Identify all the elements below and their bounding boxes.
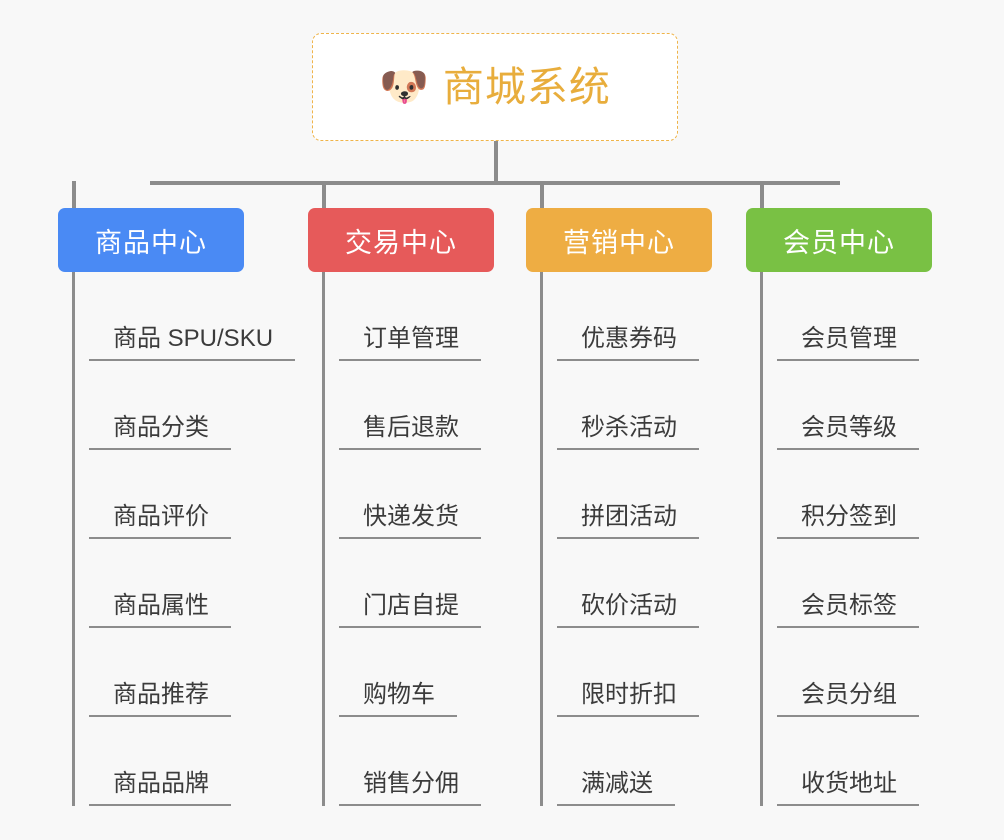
leaf-item[interactable]: 商品属性 bbox=[89, 539, 244, 628]
category-header-1[interactable]: 商品中心 bbox=[58, 208, 244, 272]
leaf-item-label: 销售分佣 bbox=[339, 770, 481, 806]
branch-column-2: 交易中心订单管理售后退款快递发货门店自提购物车销售分佣 bbox=[308, 208, 494, 806]
connector-drop-1 bbox=[72, 181, 76, 208]
leaf-item[interactable]: 商品推荐 bbox=[89, 628, 244, 717]
leaf-item-label: 会员标签 bbox=[777, 592, 919, 628]
branch-column-3: 营销中心优惠券码秒杀活动拼团活动砍价活动限时折扣满减送 bbox=[526, 208, 712, 806]
leaf-item[interactable]: 秒杀活动 bbox=[557, 361, 712, 450]
leaf-item-label: 积分签到 bbox=[777, 503, 919, 539]
leaf-item[interactable]: 售后退款 bbox=[339, 361, 494, 450]
leaf-item[interactable]: 会员等级 bbox=[777, 361, 932, 450]
connector-root-stem bbox=[494, 141, 498, 185]
leaf-item-label: 订单管理 bbox=[339, 325, 481, 361]
leaf-item[interactable]: 限时折扣 bbox=[557, 628, 712, 717]
leaf-item-label: 满减送 bbox=[557, 770, 675, 806]
branch-column-1: 商品中心商品 SPU/SKU 商品分类商品评价商品属性商品推荐商品品牌 bbox=[58, 208, 296, 806]
leaf-spine-1: 商品 SPU/SKU 商品分类商品评价商品属性商品推荐商品品牌 bbox=[72, 272, 296, 806]
leaf-item-label: 砍价活动 bbox=[557, 592, 699, 628]
dog-face-icon: 🐶 bbox=[379, 65, 429, 109]
category-label: 营销中心 bbox=[563, 227, 675, 258]
leaf-item[interactable]: 订单管理 bbox=[339, 272, 494, 361]
leaf-item[interactable]: 门店自提 bbox=[339, 539, 494, 628]
leaf-spine-4: 会员管理会员等级积分签到会员标签会员分组收货地址 bbox=[760, 272, 932, 806]
leaf-item[interactable]: 会员管理 bbox=[777, 272, 932, 361]
leaf-spine-2: 订单管理售后退款快递发货门店自提购物车销售分佣 bbox=[322, 272, 494, 806]
category-header-4[interactable]: 会员中心 bbox=[746, 208, 932, 272]
leaf-item-label: 商品分类 bbox=[89, 414, 231, 450]
leaf-item[interactable]: 商品分类 bbox=[89, 361, 244, 450]
category-header-3[interactable]: 营销中心 bbox=[526, 208, 712, 272]
leaf-item-label: 会员等级 bbox=[777, 414, 919, 450]
leaf-item[interactable]: 会员分组 bbox=[777, 628, 932, 717]
leaf-item[interactable]: 销售分佣 bbox=[339, 717, 494, 806]
leaf-item-label: 门店自提 bbox=[339, 592, 481, 628]
connector-drop-4 bbox=[760, 181, 764, 208]
leaf-item[interactable]: 拼团活动 bbox=[557, 450, 712, 539]
leaf-item[interactable]: 优惠券码 bbox=[557, 272, 712, 361]
leaf-spine-3: 优惠券码秒杀活动拼团活动砍价活动限时折扣满减送 bbox=[540, 272, 712, 806]
leaf-item-label: 优惠券码 bbox=[557, 325, 699, 361]
leaf-item[interactable]: 积分签到 bbox=[777, 450, 932, 539]
leaf-item[interactable]: 商品评价 bbox=[89, 450, 244, 539]
leaf-item[interactable]: 购物车 bbox=[339, 628, 494, 717]
root-title: 商城系统 bbox=[442, 63, 611, 110]
leaf-item-label: 商品品牌 bbox=[89, 770, 231, 806]
leaf-item-label: 商品属性 bbox=[89, 592, 231, 628]
leaf-item-label: 快递发货 bbox=[339, 503, 481, 539]
leaf-item-label: 商品 SPU/SKU bbox=[89, 325, 296, 361]
leaf-item[interactable]: 砍价活动 bbox=[557, 539, 712, 628]
leaf-item-label: 商品推荐 bbox=[89, 681, 231, 717]
leaf-item[interactable]: 商品 SPU/SKU bbox=[89, 272, 296, 361]
connector-horizontal-bus bbox=[150, 181, 840, 185]
leaf-item-label: 拼团活动 bbox=[557, 503, 699, 539]
leaf-item-label: 商品评价 bbox=[89, 503, 231, 539]
leaf-item[interactable]: 商品品牌 bbox=[89, 717, 244, 806]
root-node[interactable]: 🐶 商城系统 bbox=[312, 33, 678, 141]
leaf-item-label: 会员管理 bbox=[777, 325, 919, 361]
leaf-item[interactable]: 满减送 bbox=[557, 717, 712, 806]
connector-drop-3 bbox=[540, 181, 544, 208]
leaf-item-label: 限时折扣 bbox=[557, 681, 699, 717]
leaf-item[interactable]: 收货地址 bbox=[777, 717, 932, 806]
leaf-item[interactable]: 会员标签 bbox=[777, 539, 932, 628]
category-header-2[interactable]: 交易中心 bbox=[308, 208, 494, 272]
leaf-item[interactable]: 快递发货 bbox=[339, 450, 494, 539]
leaf-item-label: 购物车 bbox=[339, 681, 457, 717]
connector-drop-2 bbox=[322, 181, 326, 208]
category-label: 交易中心 bbox=[345, 227, 457, 258]
category-label: 会员中心 bbox=[783, 227, 895, 258]
branch-column-4: 会员中心会员管理会员等级积分签到会员标签会员分组收货地址 bbox=[746, 208, 932, 806]
category-label: 商品中心 bbox=[95, 227, 207, 258]
leaf-item-label: 会员分组 bbox=[777, 681, 919, 717]
leaf-item-label: 收货地址 bbox=[777, 770, 919, 806]
leaf-item-label: 售后退款 bbox=[339, 414, 481, 450]
leaf-item-label: 秒杀活动 bbox=[557, 414, 699, 450]
